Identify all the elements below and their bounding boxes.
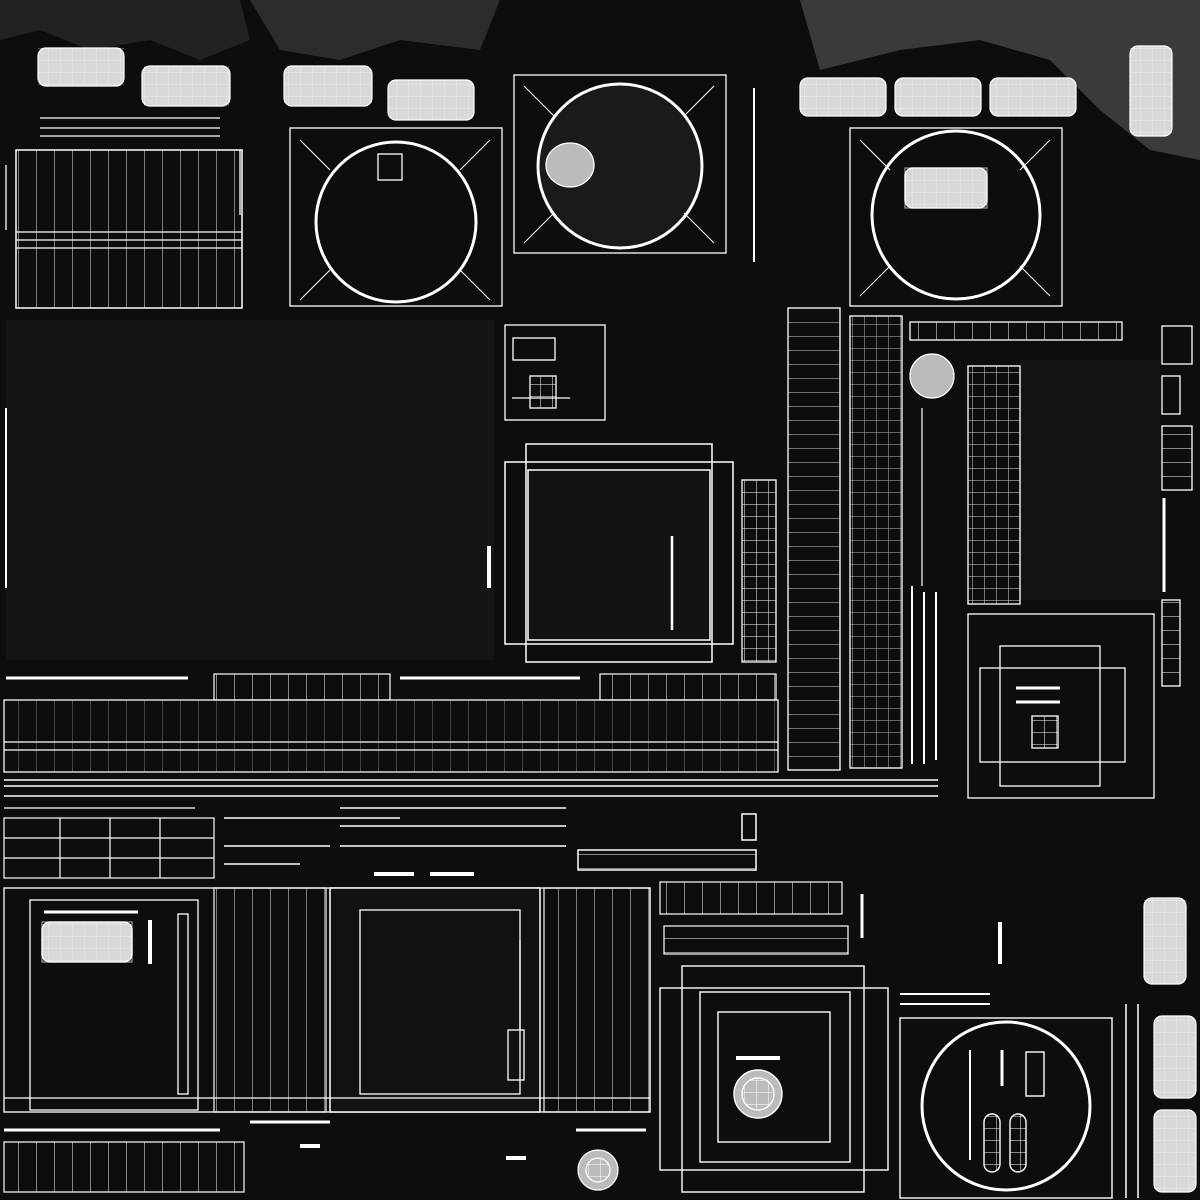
wire-big-panel-lower	[3, 887, 651, 1113]
cloud-top-right	[800, 0, 1200, 160]
wire-grid-lower-left	[3, 817, 215, 879]
wire-right-edge-items	[1161, 325, 1193, 687]
wire-tall-columns	[787, 307, 937, 771]
circle-panel-2	[513, 74, 727, 254]
wire-bar-horizontal	[909, 321, 1123, 341]
wire-grid-column-right	[967, 365, 1021, 605]
cushion-pad-wire-overlay-lower	[1144, 898, 1196, 1192]
cushion-pad-wire-overlay	[38, 46, 1172, 136]
wire-bottom-strips	[3, 1120, 646, 1193]
wire-strip-vertical	[741, 479, 777, 663]
wire-square-panel-right	[967, 613, 1155, 799]
circle-panel-4	[899, 1017, 1113, 1199]
wire-box-small	[504, 324, 606, 421]
cloud-top-mid	[250, 0, 500, 60]
wire-grids-mid-right	[659, 881, 1002, 1005]
circle-panel-1	[289, 127, 503, 307]
circle-panel-3	[849, 127, 1063, 307]
dark-panel-right	[1020, 360, 1160, 600]
cloud-top-left	[0, 0, 250, 60]
wire-disc-small	[909, 353, 955, 399]
wire-misc-lines	[224, 807, 757, 876]
dark-panel-left	[6, 320, 494, 660]
wire-square-panel-center	[504, 443, 734, 663]
wire-nested-square-bottom	[659, 965, 889, 1193]
wire-long-band	[3, 673, 938, 809]
wire-panel-top-left	[5, 117, 243, 309]
wire-right-edge-lines	[1125, 1004, 1139, 1198]
